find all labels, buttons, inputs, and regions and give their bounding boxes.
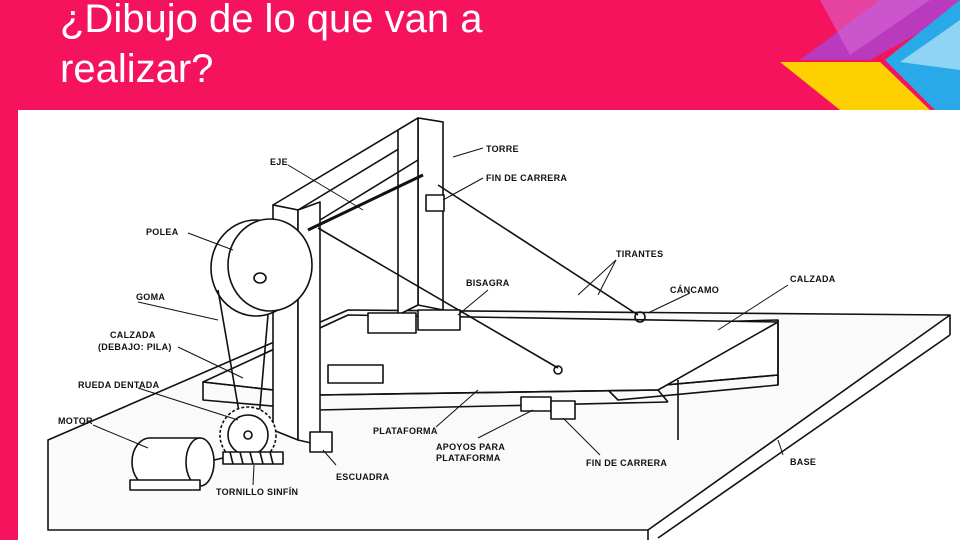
label-tornillo: TORNILLO SINFÍN — [216, 487, 298, 497]
label-escuadra: ESCUADRA — [336, 472, 390, 482]
label-calzada-pila-1: CALZADA — [110, 330, 156, 340]
mechanism-diagram: TORRE EJE FIN DE CARRERA POLEA TIRANTES … — [18, 110, 960, 540]
label-fin-carrera-bottom: FIN DE CARRERA — [586, 458, 667, 468]
slide-title: ¿Dibujo de lo que van a realizar? — [60, 0, 760, 94]
tirante-1 — [317, 227, 559, 369]
label-calzada: CALZADA — [790, 274, 836, 284]
label-cancamo: CÁNCAMO — [670, 285, 719, 295]
title-line-2: realizar? — [60, 47, 214, 91]
label-torre: TORRE — [486, 144, 519, 154]
axle — [307, 173, 424, 232]
tirante-2 — [437, 184, 639, 316]
label-calzada-pila-2: (DEBAJO: PILA) — [98, 342, 172, 352]
corner-decoration — [780, 0, 960, 110]
gear-wheel — [219, 406, 277, 464]
label-goma: GOMA — [136, 292, 165, 302]
label-apoyos-1: APOYOS PARA — [436, 442, 505, 452]
worm-screw — [222, 451, 284, 465]
hinge-left — [367, 312, 417, 334]
label-bisagra: BISAGRA — [466, 278, 510, 288]
hinge-right — [417, 309, 461, 331]
label-fin-carrera-top: FIN DE CARRERA — [486, 173, 567, 183]
label-eje: EJE — [270, 157, 288, 167]
label-polea: POLEA — [146, 227, 179, 237]
label-rueda-dentada: RUEDA DENTADA — [78, 380, 160, 390]
motor — [129, 437, 224, 491]
pulley — [210, 218, 313, 317]
label-apoyos-2: PLATAFORMA — [436, 453, 501, 463]
diagram-svg: TORRE EJE FIN DE CARRERA POLEA TIRANTES … — [47, 117, 951, 540]
label-plataforma: PLATAFORMA — [373, 426, 438, 436]
label-base: BASE — [790, 457, 816, 467]
title-line-1: ¿Dibujo de lo que van a — [60, 0, 483, 41]
label-motor: MOTOR — [58, 416, 93, 426]
label-tirantes: TIRANTES — [616, 249, 663, 259]
